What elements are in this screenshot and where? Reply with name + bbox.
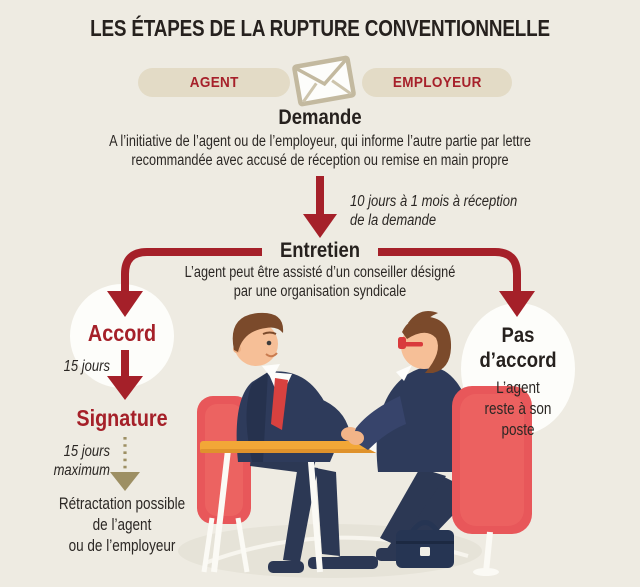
retractation-line1: Rétractation possible: [58, 495, 186, 513]
signature-delay-label: 15 jours maximum: [26, 442, 110, 480]
step-accord-heading: Accord: [87, 320, 157, 346]
employer-figure: [336, 310, 475, 569]
signature-delay-line2: maximum: [53, 462, 110, 479]
signature-delay-line1: 15 jours: [63, 443, 110, 460]
entretien-description-line2: par une organisation syndicale: [233, 282, 407, 300]
page-title: LES ÉTAPES DE LA RUPTURE CONVENTIONNELLE: [90, 15, 550, 41]
employer-badge-label: EMPLOYEUR: [392, 74, 482, 91]
employer-badge: EMPLOYEUR: [362, 68, 512, 97]
demande-description-line1: A l’initiative de l’agent ou de l’employ…: [109, 133, 531, 150]
delay-note-line2: de la demande: [350, 212, 437, 229]
pas-accord-line1: Pas: [501, 324, 535, 347]
retractation-line2: de l’agent: [92, 516, 152, 534]
glasses-icon: [400, 342, 423, 347]
demande-description-line2: recommandée avec accusé de réception ou …: [131, 151, 509, 169]
agent-badge: AGENT: [138, 68, 290, 97]
step-demande-description: A l’initiative de l’agent ou de l’employ…: [40, 133, 600, 170]
entretien-description-line1: L’agent peut être assisté d’un conseille…: [184, 264, 456, 281]
step-signature-heading: Signature: [76, 405, 168, 431]
pas-accord-note-line3: poste: [501, 421, 535, 439]
step-entretien-heading: Entretien: [279, 239, 361, 262]
agent-figure: [232, 312, 359, 462]
table: [200, 441, 394, 453]
step-demande-heading: Demande: [278, 106, 362, 129]
retractation-line3: ou de l’employeur: [68, 537, 176, 555]
document-paper: [352, 402, 430, 456]
pas-accord-note-line1: L’agent: [496, 379, 540, 397]
step-entretien-description: L’agent peut être assisté d’un conseille…: [90, 264, 550, 301]
pas-accord-note-line2: reste à son: [484, 400, 552, 418]
pas-accord-line2: d’accord: [479, 349, 557, 372]
down-arrow-icon: [303, 176, 337, 238]
dotted-arrow-icon: [110, 437, 140, 491]
envelope-icon: [292, 55, 356, 107]
step-pas-accord-heading: Pas d’accord: [460, 323, 576, 373]
pas-accord-note: L’agent reste à son poste: [460, 378, 576, 441]
delay-note-line1: 10 jours à 1 mois à réception: [350, 193, 518, 210]
agent-badge-label: AGENT: [189, 74, 239, 91]
agent-figure-legs: [250, 445, 346, 573]
briefcase-icon: [396, 520, 454, 568]
delay-note: 10 jours à 1 mois à réception de la dema…: [350, 192, 570, 230]
retractation-note: Rétractation possible de l’agent ou de l…: [18, 494, 226, 557]
accord-delay-label: 15 jours: [63, 358, 110, 375]
